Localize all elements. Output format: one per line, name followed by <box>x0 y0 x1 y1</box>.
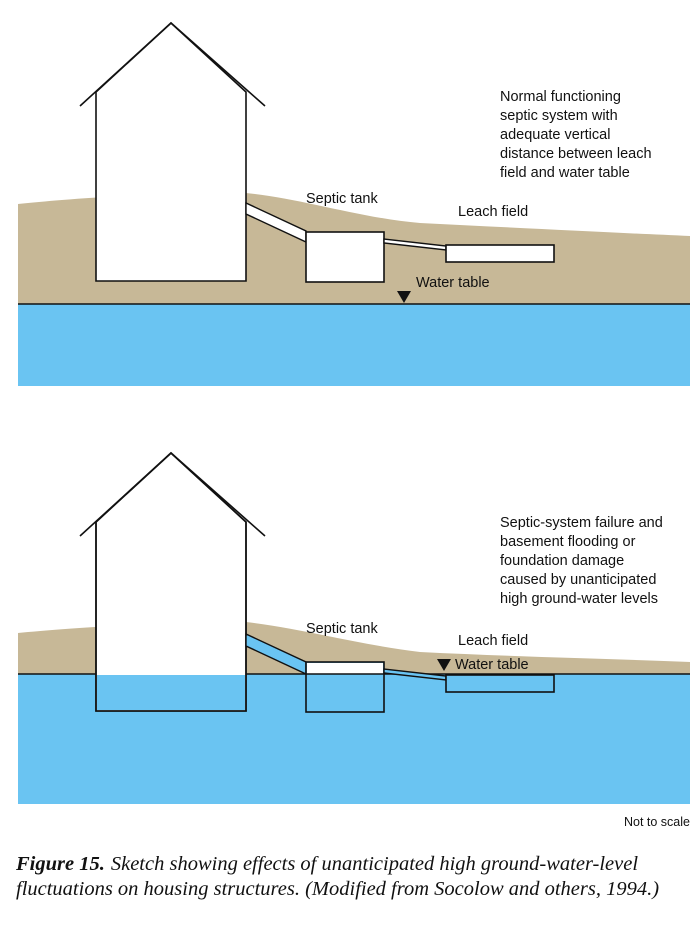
water-table-label: Water table <box>416 275 490 291</box>
water-table-marker-icon <box>397 291 411 303</box>
panel-description: Septic-system failure and basement flood… <box>500 515 667 607</box>
septic-tank-label: Septic tank <box>306 621 378 637</box>
water-table-marker-icon <box>437 659 451 671</box>
caption-text: Sketch showing effects of unanticipated … <box>16 853 660 900</box>
house <box>95 451 247 712</box>
water-table-label: Water table <box>455 657 529 673</box>
leach-field <box>445 674 555 693</box>
figure-number: Figure 15. <box>16 853 105 875</box>
septic-tank <box>305 231 385 283</box>
house-roof-eaves <box>79 21 266 107</box>
leach-field-label: Leach field <box>458 204 528 220</box>
figure-caption: Figure 15.Sketch showing effects of unan… <box>16 852 692 902</box>
panel-normal: Septic tank Leach field Water table Norm… <box>18 21 690 386</box>
panel-description: Normal functioning septic system with ad… <box>500 89 656 181</box>
panel-high-water: Septic tank Leach field Water table Sept… <box>18 451 690 804</box>
septic-tank-label: Septic tank <box>306 191 378 207</box>
scale-note: Not to scale <box>624 815 690 829</box>
groundwater-zone <box>18 304 690 386</box>
leach-field-label: Leach field <box>458 633 528 649</box>
house-roof-eaves <box>79 451 266 537</box>
groundwater-diagram: Septic tank Leach field Water table Norm… <box>18 21 690 829</box>
flooded-basement <box>97 675 245 710</box>
house-outline <box>95 451 247 712</box>
leach-field <box>445 244 555 263</box>
house <box>95 21 247 282</box>
septic-tank-air-space <box>307 663 383 674</box>
